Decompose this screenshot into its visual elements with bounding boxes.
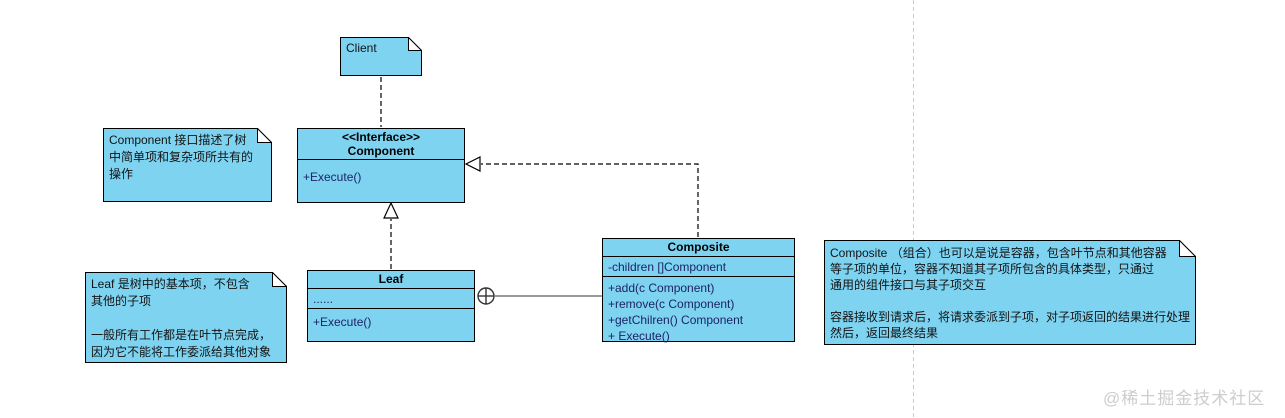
note-line: 操作 [109,167,134,181]
note-line: 其他的子项 [91,294,152,308]
note-line: 通用的组件接口与其子项交互 [830,278,987,292]
note-line: Leaf 是树中的基本项，不包含 [91,277,250,291]
realization-arrowhead-up-icon [383,201,399,219]
leaf-class-name: Leaf [378,272,404,286]
composite-attribute: -children []Component [608,260,727,274]
component-interface-class: <<Interface>> Component +Execute() [297,128,465,203]
containment-circle-plus-icon [477,287,495,305]
composite-operation: +add(c Component) [608,281,715,295]
component-class-header: <<Interface>> Component [298,129,464,160]
component-class-name: Component [347,144,415,158]
component-stereotype: <<Interface>> [341,130,421,144]
watermark-text: @稀土掘金技术社区 [1103,389,1266,408]
note-outline [85,272,287,363]
leaf-class: Leaf ...... +Execute() [307,270,475,342]
realization-arrowhead-left-icon [464,156,481,172]
note-outline [340,37,422,76]
leaf-attribute: ...... [313,292,334,306]
note-line: Composite （组合）也可以是说是容器，包含叶节点和其他容器 [830,246,1167,260]
note-line: 等子项的单位，容器不知道其子项所包含的具体类型，只通过 [830,262,1155,276]
note-line: Component 接口描述了树 [109,133,247,147]
leaf-note: Leaf 是树中的基本项，不包含 其他的子项 一般所有工作都是在叶节点完成， 因… [85,272,287,363]
composite-operation: + Execute() [608,329,670,343]
composite-class: Composite -children []Component +add(c C… [602,238,795,343]
note-line: 因为它不能将工作委派给其他对象 [91,345,272,359]
note-outline [824,240,1196,345]
component-note: Component 接口描述了树 中简单项和复杂项所共有的 操作 [103,128,272,202]
client-note-label: Client [346,41,377,55]
note-line: 容器接收到请求后，将请求委派到子项，对子项返回的结果进行处理 [830,310,1191,324]
note-line: 一般所有工作都是在叶节点完成， [91,328,272,342]
leaf-class-header: Leaf [308,271,474,289]
composite-class-header: Composite [603,239,794,257]
composite-class-name: Composite [667,240,730,254]
composite-operation: +remove(c Component) [608,297,735,311]
component-operation: +Execute() [303,170,362,184]
note-line: 中简单项和复杂项所共有的 [109,150,254,164]
composite-operation: +getChilren() Component [608,313,744,327]
folded-corner-icon [257,128,272,143]
note-line: 然后，返回最终结果 [830,326,939,340]
composite-component-realization-line [481,163,699,237]
client-note: Client [340,37,422,76]
folded-corner-icon [408,37,422,51]
folded-corner-icon [1179,240,1196,257]
note-outline [103,128,272,202]
leaf-operation: +Execute() [313,315,372,329]
note-line [91,310,281,327]
note-line [830,293,1190,309]
folded-corner-icon [272,272,287,287]
composite-note: Composite （组合）也可以是说是容器，包含叶节点和其他容器 等子项的单位… [824,240,1196,345]
